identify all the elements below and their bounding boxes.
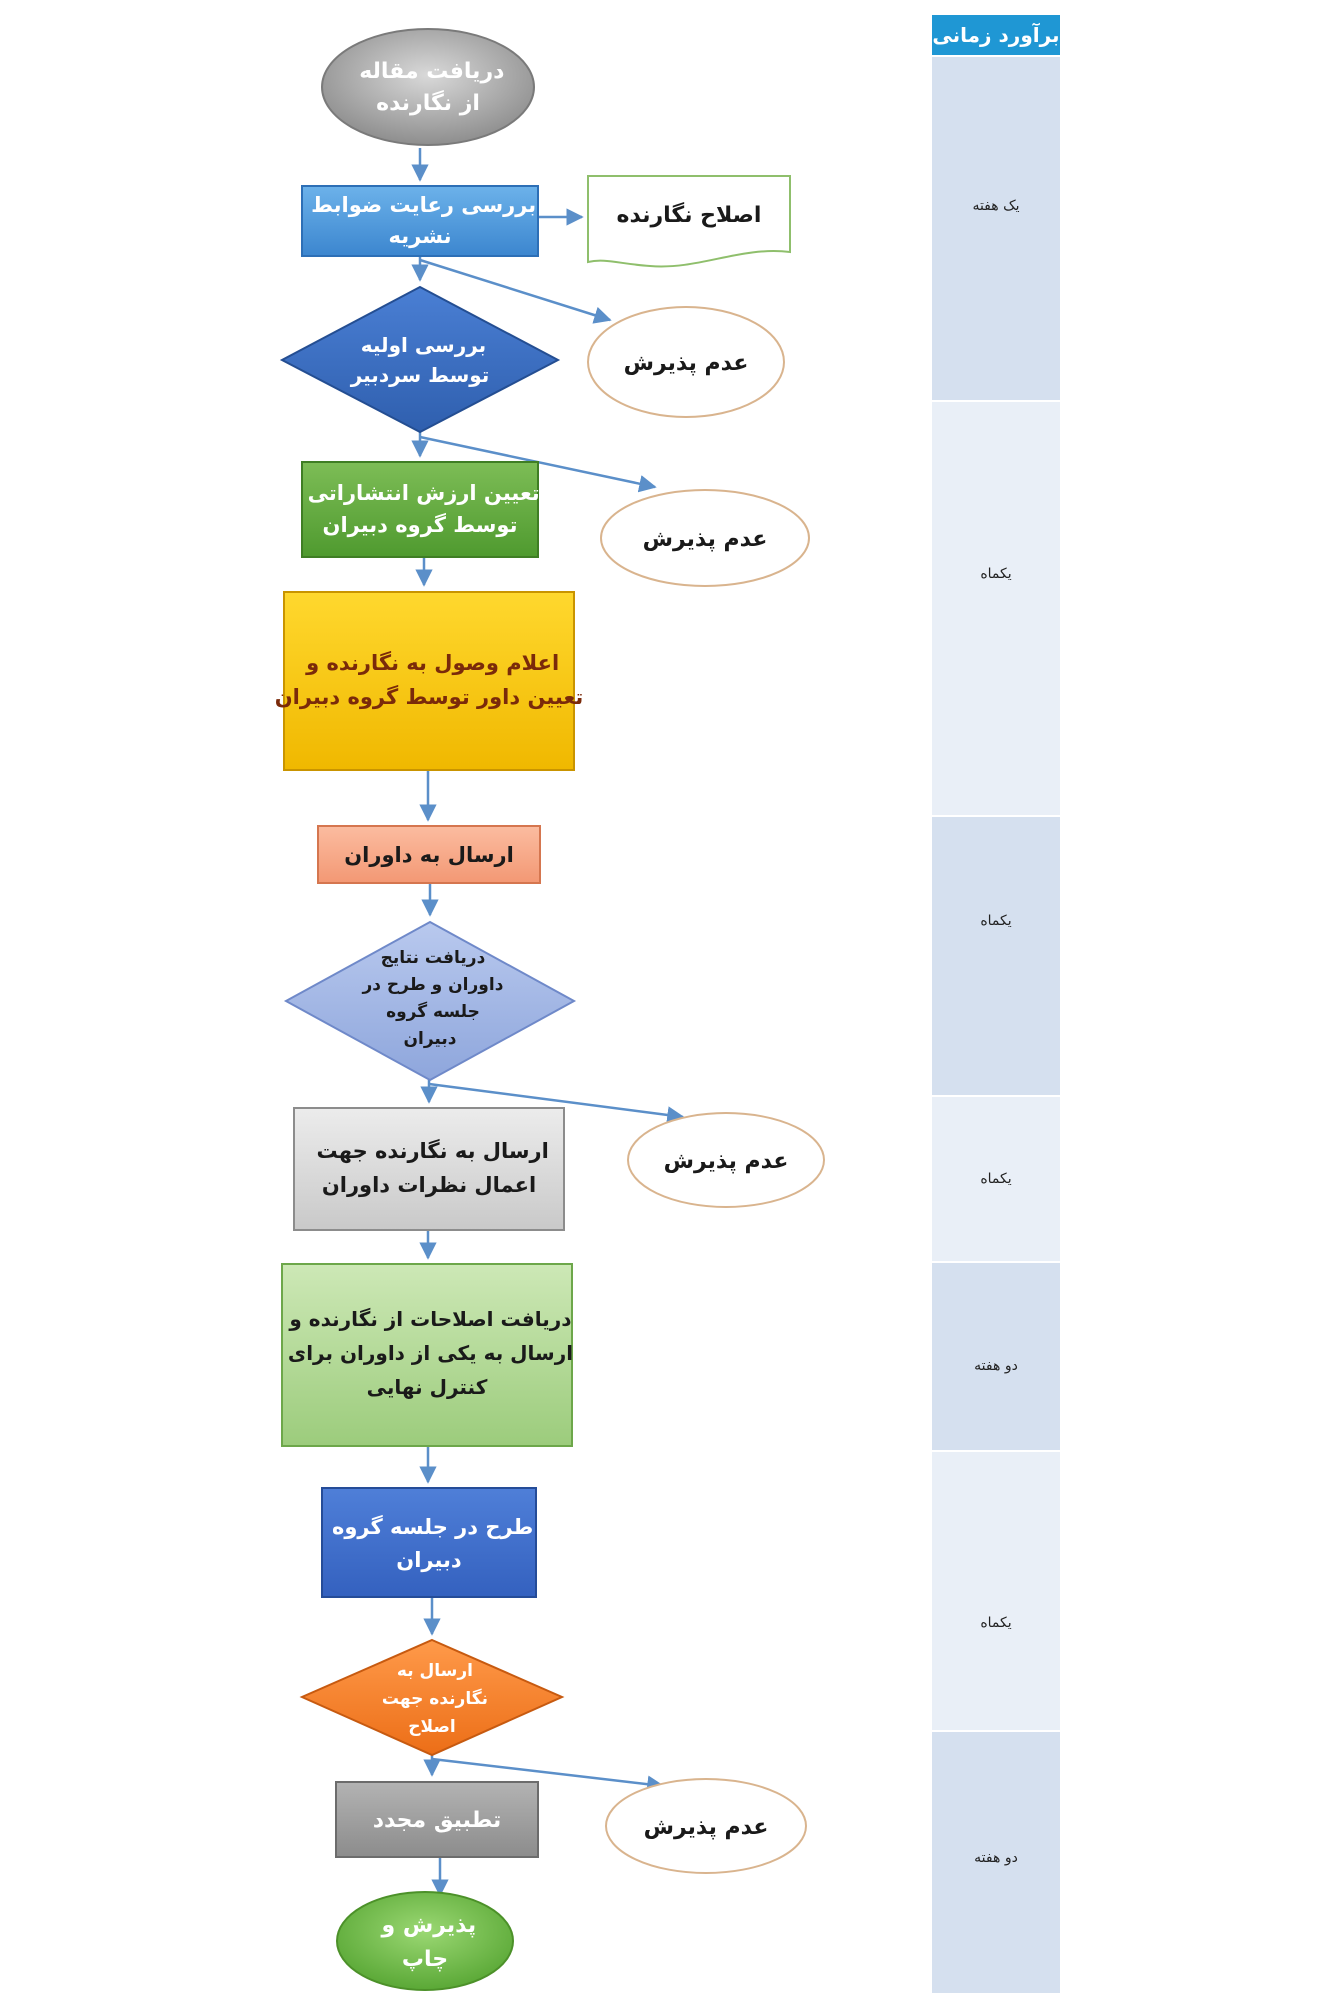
timeline-row-3: [932, 816, 1060, 1096]
node-receive-article: دریافت مقاله از نگارنده: [321, 28, 535, 146]
timeline-label-4: یکماه: [980, 1171, 1011, 1187]
node-author-fix: اصلاح نگارنده: [587, 175, 791, 268]
node-check-line-2: نشریه: [389, 224, 452, 248]
node-accept-line-1: پذیرش و: [381, 1913, 477, 1938]
node-send-fix: ارسال به نگارنده جهت اصلاح: [299, 1638, 565, 1757]
node-review-line-2: توسط سردبیر: [350, 363, 490, 387]
node-corrections: دریافت اصلاحات از نگارنده و ارسال به یکی…: [281, 1263, 573, 1447]
timeline-row-5: [932, 1262, 1060, 1451]
node-review-line-1: بررسی اولیه: [361, 333, 486, 357]
node-review-results: دریافت نتایج داوران و طرح در جلسه گروه د…: [283, 920, 577, 1082]
node-reject-2: عدم پذیرش: [600, 489, 810, 587]
node-ack-line-2: تعیین داور توسط گروه دبیران: [275, 684, 583, 709]
node-reject-4: عدم پذیرش: [605, 1778, 807, 1874]
node-reject-2-label: عدم پذیرش: [643, 527, 768, 552]
node-sendauthor-line-1: ارسال به نگارنده جهت: [317, 1138, 549, 1163]
node-send-reviewers-label: ارسال به داوران: [344, 843, 514, 867]
node-accept-publish: پذیرش و چاپ: [336, 1891, 514, 1991]
node-sendauthor-line-2: اعمال نظرات داوران: [322, 1173, 536, 1197]
timeline-header-label: برآورد زمانی: [932, 22, 1059, 47]
connectors: [411, 148, 685, 1897]
svg-text:دریافت نتایج داوران و طر: دریافت نتایج داوران و طرح در جلسه گروه د…: [357, 948, 504, 1049]
node-recheck-label: تطبیق مجدد: [373, 1808, 502, 1833]
node-check-line-1: بررسی رعایت ضوابط: [311, 193, 536, 217]
node-results-line-1: دریافت نتایج: [381, 948, 486, 968]
timeline-label-7: دو هفته: [974, 1850, 1018, 1866]
node-board-session: طرح در جلسه گروه دبیران: [321, 1487, 537, 1598]
node-ack-line-1: اعلام وصول به نگارنده و: [305, 650, 559, 675]
timeline-label-6: یکماه: [980, 1615, 1011, 1631]
node-reject-1-label: عدم پذیرش: [624, 351, 749, 376]
node-reject-1: عدم پذیرش: [587, 306, 785, 418]
node-reject-4-label: عدم پذیرش: [644, 1815, 769, 1840]
node-value-line-2: توسط گروه دبیران: [323, 512, 518, 537]
node-sendfix-line-2: نگارنده جهت: [382, 1688, 488, 1709]
timeline-row-4: [932, 1096, 1060, 1262]
node-receive-line-1: دریافت مقاله: [359, 59, 504, 84]
timeline-row-2: [932, 401, 1060, 816]
timeline-row-1: [932, 57, 1060, 401]
node-sendfix-line-3: اصلاح: [408, 1717, 455, 1737]
arrow-results-to-reject-3: [428, 1082, 685, 1124]
node-publication-value: تعیین ارزش انتشاراتی توسط گروه دبیران: [300, 461, 540, 558]
node-corrections-line-2: ارسال به یکی از داوران برای: [288, 1341, 573, 1365]
node-results-line-3: جلسه گروه: [386, 1001, 480, 1022]
timeline-label-3: یکماه: [980, 913, 1011, 929]
svg-text:تعیین ارزش انتشاراتی توس: تعیین ارزش انتشاراتی توسط گروه دبیران: [300, 481, 539, 537]
svg-text:پذیرش و چاپ: پذیرش و چاپ: [374, 1913, 476, 1972]
node-board-line-2: دبیران: [396, 1548, 462, 1572]
node-check-rules: بررسی رعایت ضوابط نشریه: [301, 185, 539, 257]
timeline-row-6: [932, 1451, 1060, 1731]
node-corrections-line-3: کنترل نهایی: [367, 1375, 488, 1399]
node-send-reviewers: ارسال به داوران: [317, 825, 541, 884]
svg-text:دریافت مقاله از نگارنده: دریافت مقاله از نگارنده: [352, 59, 505, 116]
node-receive-line-2: از نگارنده: [376, 89, 480, 116]
node-results-line-2: داوران و طرح در: [362, 975, 504, 995]
svg-text:اعلام وصول به نگارنده و: اعلام وصول به نگارنده و تعیین داور توسط …: [275, 650, 583, 709]
node-recheck: تطبیق مجدد: [335, 1781, 539, 1858]
timeline: برآورد زمانی یک هفته یکماه یکماه یکماه د…: [932, 15, 1060, 1993]
svg-text:بررسی اولیه توسط سردبیر: بررسی اولیه توسط سردبیر: [350, 333, 490, 387]
node-send-author: ارسال به نگارنده جهت اعمال نظرات داوران: [293, 1107, 565, 1231]
node-reject-3: عدم پذیرش: [627, 1112, 825, 1208]
arrow-check-to-reject-1: [419, 258, 612, 324]
svg-text:ارسال به نگارنده جهت: ارسال به نگارنده جهت اصلاح: [376, 1661, 488, 1737]
svg-text:طرح در جلسه گروه دبیران: طرح در جلسه گروه دبیران: [325, 1514, 534, 1572]
node-board-line-1: طرح در جلسه گروه: [332, 1514, 533, 1539]
svg-text:ارسال به نگارنده جهت اعم: ارسال به نگارنده جهت اعمال نظرات داوران: [309, 1138, 549, 1197]
node-corrections-line-1: دریافت اصلاحات از نگارنده و: [288, 1307, 571, 1331]
svg-text:بررسی رعایت ضوابط نشریه: بررسی رعایت ضوابط نشریه: [304, 193, 536, 248]
node-sendfix-line-1: ارسال به: [397, 1661, 473, 1681]
node-accept-line-2: چاپ: [402, 1947, 448, 1972]
node-acknowledge: اعلام وصول به نگارنده و تعیین داور توسط …: [275, 591, 583, 771]
node-reject-3-label: عدم پذیرش: [664, 1149, 789, 1174]
svg-text:دریافت اصلاحات از نگارنده و: دریافت اصلاحات از نگارنده و ارسال به یکی…: [281, 1307, 573, 1399]
timeline-row-7: [932, 1731, 1060, 1993]
node-author-fix-label: اصلاح نگارنده: [617, 201, 762, 228]
node-initial-review: بررسی اولیه توسط سردبیر: [279, 285, 561, 434]
arrow-sendfix-to-reject-4: [431, 1757, 665, 1793]
timeline-label-2: یکماه: [980, 566, 1011, 582]
node-results-line-4: دبیران: [404, 1029, 457, 1049]
timeline-header: [932, 15, 1060, 55]
node-value-line-1: تعیین ارزش انتشاراتی: [308, 481, 540, 505]
timeline-label-5: دو هفته: [974, 1358, 1018, 1374]
timeline-label-1: یک هفته: [972, 198, 1019, 214]
